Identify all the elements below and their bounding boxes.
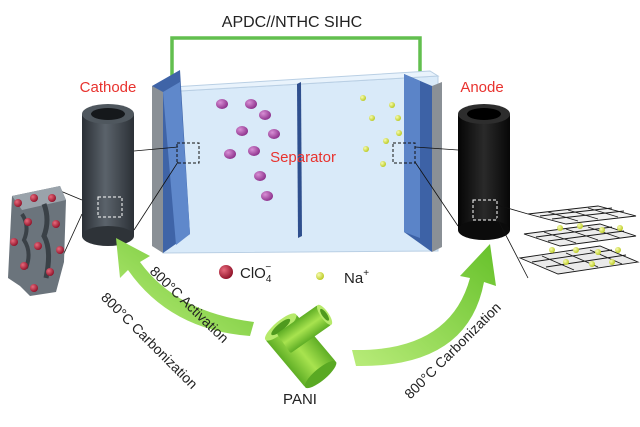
anion-ion [224, 149, 236, 159]
cation-cloud [360, 95, 402, 167]
hard-carbon-layers [518, 205, 640, 275]
anion-ion [261, 191, 273, 201]
cathode-zoom-box [97, 196, 123, 218]
legend-cation-label: Na+ [344, 268, 369, 287]
anion-ion [216, 99, 228, 109]
legend-anion-label: ClO4− [240, 262, 272, 285]
cation-ion [389, 102, 395, 108]
anion-ion [248, 146, 260, 156]
cathode-label: Cathode [80, 79, 137, 96]
cathode-zoom-line [133, 146, 179, 152]
anode-surface-box [392, 142, 416, 164]
anode-tube [458, 104, 510, 240]
anode-zoom-line [496, 217, 529, 279]
cation-ion [395, 115, 401, 121]
anode-label: Anode [460, 79, 503, 96]
cation-ion [396, 130, 402, 136]
cathode-plate [152, 70, 190, 253]
legend-cation-marker [316, 272, 324, 280]
legend-anion-marker [219, 265, 233, 279]
anode-zoom-line [496, 204, 529, 215]
left-process-arrow [116, 238, 254, 336]
anion-ion [245, 99, 257, 109]
legend: ClO4− Na+ [219, 262, 369, 287]
anode-zoom-line [414, 161, 459, 227]
anion-ion [268, 129, 280, 139]
circuit-wire [170, 36, 422, 88]
cathode-surface-box [176, 142, 200, 164]
cation-ion [360, 95, 366, 101]
cation-ion [363, 146, 369, 152]
pani-label: PANI [283, 391, 317, 408]
anion-ion [236, 126, 248, 136]
anion-ion [254, 171, 266, 181]
left-inner-arrow-label: 800°C Activation [147, 263, 232, 346]
anode-zoom-line [414, 146, 459, 151]
na-intercalated [549, 223, 623, 267]
diagram-title: APDC//NTHC SIHC [222, 14, 362, 31]
cation-ion [383, 138, 389, 144]
cation-ion [380, 161, 386, 167]
anion-cloud [216, 99, 280, 201]
anode-plate [404, 74, 442, 252]
anode-zoom-box [472, 199, 498, 221]
porous-carbon-block [8, 186, 83, 296]
cathode-tube [82, 104, 134, 246]
pani-precursor [264, 304, 337, 389]
anion-ion [259, 110, 271, 120]
separator-label: Separator [270, 149, 336, 166]
cathode-zoom-line [133, 161, 179, 231]
cation-ion [369, 115, 375, 121]
right-process-arrow [352, 244, 496, 367]
separator-membrane [297, 82, 302, 238]
